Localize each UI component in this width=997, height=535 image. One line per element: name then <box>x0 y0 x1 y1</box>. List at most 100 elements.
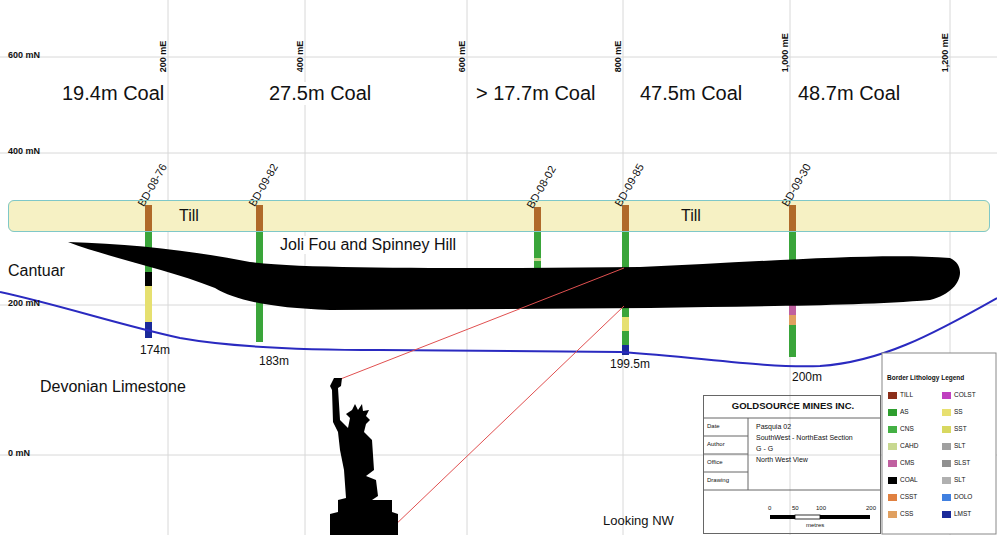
legend-entry: CMS <box>888 460 914 467</box>
axis-label: 200 mE <box>158 41 168 73</box>
legend-swatch <box>888 443 897 450</box>
legend-text: CNS <box>900 426 914 433</box>
legend-swatch <box>942 426 951 433</box>
till-band: Till Till <box>8 200 990 232</box>
legend-swatch <box>942 477 951 484</box>
coal-thickness: 19.4m Coal <box>60 82 166 105</box>
legend-text: CSST <box>900 494 917 501</box>
axis-label: 600 mN <box>8 50 40 60</box>
legend-entry: CNS <box>888 426 914 433</box>
legend-swatch <box>942 511 951 518</box>
title-block-text: Author <box>707 441 725 448</box>
statue-of-liberty <box>330 378 398 535</box>
coal-thickness: 48.7m Coal <box>796 82 902 105</box>
coal-thickness: 27.5m Coal <box>267 82 373 105</box>
legend-entry: SST <box>942 426 967 433</box>
axis-label: 400 mE <box>295 41 305 73</box>
legend-swatch <box>888 392 897 399</box>
legend-text: LMST <box>954 511 971 518</box>
legend-swatch <box>888 477 897 484</box>
legend-entry: DOLO <box>942 494 972 501</box>
legend-frame <box>882 353 996 534</box>
hole-depth: 199.5m <box>610 358 650 372</box>
devonian-contact <box>0 292 997 366</box>
legend-swatch <box>888 460 897 467</box>
legend-swatch <box>888 426 897 433</box>
legend-swatch <box>888 409 897 416</box>
coal-thickness: > 17.7m Coal <box>474 82 598 105</box>
legend-entry: SLT <box>942 443 965 450</box>
formation-name: Devonian Limestone <box>40 378 186 396</box>
legend-text: AS <box>900 409 909 416</box>
layer-label: Till <box>179 207 199 225</box>
hole-depth: 200m <box>792 371 822 385</box>
legend-text: TILL <box>900 392 913 399</box>
title-block-text: SouthWest - NorthEast Section <box>756 434 853 442</box>
title-block-text: Office <box>707 459 723 466</box>
axis-label: 600 mE <box>457 41 467 73</box>
legend-swatch <box>888 511 897 518</box>
scale-lines <box>338 268 624 528</box>
legend-text: COLST <box>954 392 976 399</box>
title-block-text: Pasquia 02 <box>756 423 791 431</box>
title-block-text: Date <box>707 423 720 430</box>
legend-entry: COAL <box>888 477 918 484</box>
legend-entry: CSS <box>888 511 913 518</box>
title-block-text: 100 <box>816 505 826 512</box>
legend-text: CSS <box>900 511 913 518</box>
legend-swatch <box>942 494 951 501</box>
legend-swatch <box>942 460 951 467</box>
title-block-lines <box>703 418 880 490</box>
legend-text: CMS <box>900 460 914 467</box>
legend-entry: SLST <box>942 460 970 467</box>
title-block-text: G - G <box>756 445 773 453</box>
title-block-text: 200 <box>866 505 876 512</box>
title-block-text: North West View <box>756 456 808 464</box>
legend-swatch <box>942 443 951 450</box>
note-label: Border Lithology Legend <box>887 374 964 381</box>
legend-text: DOLO <box>954 494 972 501</box>
legend-swatch <box>888 494 897 501</box>
title-block-text: 0 <box>768 505 771 512</box>
legend-text: SLT <box>954 477 965 484</box>
title-block-text: 50 <box>792 505 799 512</box>
legend-entry: LMST <box>942 511 971 518</box>
legend-text: SLT <box>954 443 965 450</box>
legend-entry: CAHD <box>888 443 918 450</box>
title-block-text: Drawing <box>707 477 729 484</box>
till-fill <box>8 200 990 232</box>
coal-thickness: 47.5m Coal <box>638 82 744 105</box>
layer-label: Till <box>681 207 701 225</box>
coal-seam <box>68 242 960 310</box>
axis-label: 1,200 mE <box>940 33 950 72</box>
axis-label: 400 mN <box>8 146 40 156</box>
hole-depth: 183m <box>259 355 289 369</box>
axis-label: 0 mN <box>8 448 30 458</box>
legend-text: COAL <box>900 477 918 484</box>
legend-text: SS <box>954 409 963 416</box>
hole-depth: 174m <box>140 344 170 358</box>
legend-entry: COLST <box>942 392 976 399</box>
legend-swatch <box>942 409 951 416</box>
title-block-text: metres <box>806 522 824 529</box>
scale-bar <box>770 515 870 519</box>
formation-name: Joli Fou and Spinney Hill <box>278 236 458 254</box>
axis-label: 1,000 mE <box>780 33 790 72</box>
axis-label: 200 mN <box>8 298 40 308</box>
legend-text: CAHD <box>900 443 918 450</box>
legend-text: SST <box>954 426 967 433</box>
legend-text: SLST <box>954 460 970 467</box>
legend-entry: CSST <box>888 494 917 501</box>
formation-name: Cantuar <box>8 262 65 280</box>
title-block: GOLDSOURCE MINES INC. DateAuthorOfficeDra… <box>703 395 881 534</box>
legend-entry: SLT <box>942 477 965 484</box>
note-label: Looking NW <box>603 514 674 529</box>
legend-entry: AS <box>888 409 909 416</box>
title-block-text: GOLDSOURCE MINES INC. <box>732 401 854 412</box>
legend-entry: TILL <box>888 392 913 399</box>
axis-label: 800 mE <box>613 41 623 73</box>
legend-entry: SS <box>942 409 963 416</box>
legend-swatch <box>942 392 951 399</box>
